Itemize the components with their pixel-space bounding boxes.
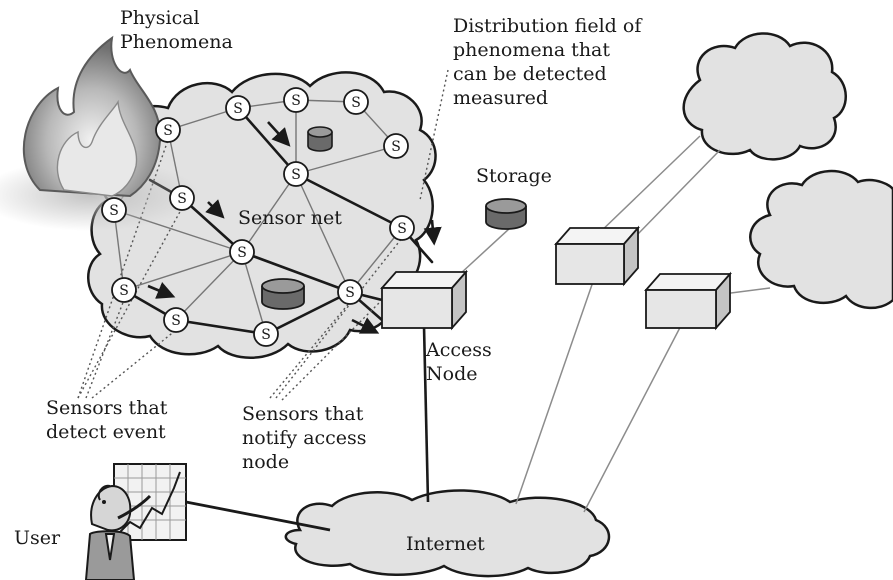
sensor-node: S <box>225 95 251 121</box>
sensor-node-label: S <box>391 139 401 155</box>
user-label: User <box>14 527 61 549</box>
sensors-detect-label-line1: Sensors that <box>46 397 168 419</box>
sensor-node: S <box>163 307 189 333</box>
distribution-field-label-line1: Distribution field of <box>453 15 642 37</box>
storage-cylinder-icon <box>307 126 333 152</box>
internet-label: Internet <box>406 533 485 555</box>
sensor-node: S <box>337 279 363 305</box>
sensor-node: S <box>101 197 127 223</box>
sensor-nodes: S S S S S S S S S S S S S S <box>101 87 415 347</box>
sensors-notify-label-line1: Sensors that <box>242 403 364 425</box>
physical-phenomena-label-line2: Phenomena <box>120 31 233 53</box>
internet-cloud <box>284 489 611 578</box>
sensor-node: S <box>111 277 137 303</box>
server-box-icon <box>554 225 640 287</box>
storage-label: Storage <box>476 165 552 187</box>
fire-icon <box>22 35 162 198</box>
access-node-label-line1: Access <box>426 339 492 361</box>
sensors-notify-label-line3: node <box>242 451 290 473</box>
sensor-node: S <box>283 161 309 187</box>
sensor-node-label: S <box>109 203 119 219</box>
sensor-node-label: S <box>233 101 243 117</box>
sensor-node-label: S <box>171 313 181 329</box>
sensor-node-label: S <box>345 285 355 301</box>
sensors-detect-label-line2: detect event <box>46 421 166 443</box>
physical-phenomena-label-line1: Physical <box>120 7 200 29</box>
distribution-field-label-line2: phenomena that <box>453 39 611 61</box>
sensors-notify-label-line2: notify access <box>242 427 367 449</box>
access-node-internet-link <box>422 325 430 503</box>
server-box-icon <box>644 271 732 331</box>
access-node-box-icon <box>380 269 468 331</box>
sensor-node-label: S <box>291 167 301 183</box>
sensor-node: S <box>383 133 409 159</box>
sensor-node-label: S <box>177 191 187 207</box>
user-internet-link <box>185 500 331 532</box>
storage-cylinder-icon <box>485 198 527 230</box>
sensor-node: S <box>343 89 369 115</box>
sensor-node-label: S <box>351 95 361 111</box>
distribution-field-label-line3: can be detected <box>453 63 607 85</box>
remote-cloud-right <box>749 169 893 309</box>
user-figure-icon <box>84 484 152 580</box>
sensor-node-label: S <box>291 93 301 109</box>
sensor-node-label: S <box>119 283 129 299</box>
storage-cylinder-icon <box>261 278 305 310</box>
access-node-label-line2: Node <box>426 363 478 385</box>
distribution-field-label-line4: measured <box>453 87 549 109</box>
arrow-icon <box>147 121 442 334</box>
sensor-node: S <box>389 215 415 241</box>
sensor-node: S <box>253 321 279 347</box>
network-links <box>459 135 771 513</box>
sensor-net-label: Sensor net <box>238 207 342 229</box>
sensor-node: S <box>169 185 195 211</box>
dotted-pointers <box>77 69 449 401</box>
sensor-node: S <box>283 87 309 113</box>
sensor-node-label: S <box>261 327 271 343</box>
sensor-node: S <box>155 117 181 143</box>
sensor-node-label: S <box>397 221 407 237</box>
sensor-node-label: S <box>237 245 247 261</box>
sensor-node-label: S <box>163 123 173 139</box>
sensor-node: S <box>229 239 255 265</box>
remote-cloud-top <box>682 32 847 161</box>
